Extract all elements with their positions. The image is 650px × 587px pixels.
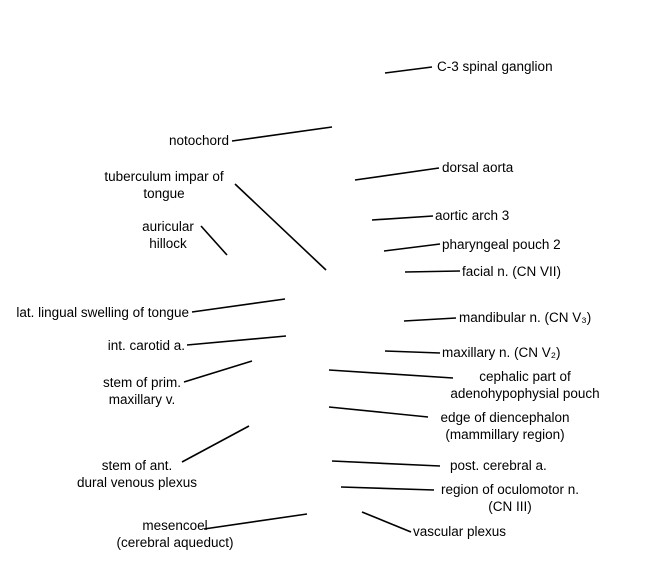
label-pharyngeal-pouch-2: pharyngeal pouch 2 — [442, 236, 561, 253]
leader-stem-prim-maxillary — [183, 360, 253, 383]
leader-aortic-arch-3 — [371, 215, 434, 221]
label-text: dural venous plexus — [76, 475, 198, 490]
leader-edge-diencephalon — [328, 406, 429, 418]
label-mesencoel: mesencoel (cerebral aqueduct) — [90, 517, 260, 551]
leader-notochord — [231, 126, 333, 142]
leader-tuberculum-impar — [234, 183, 327, 271]
label-text: lat. lingual swelling of tongue — [16, 305, 189, 320]
label-text: vascular plexus — [413, 524, 507, 539]
leader-vascular-plexus — [361, 511, 412, 533]
leader-facial-n — [404, 270, 461, 273]
label-text: (cerebral aqueduct) — [116, 535, 234, 550]
leader-mandibular-n — [403, 317, 457, 322]
label-vascular-plexus: vascular plexus — [413, 523, 506, 540]
label-edge-diencephalon: edge of diencephalon (mammillary region) — [430, 409, 580, 443]
label-stem-ant-dural: stem of ant. dural venous plexus — [62, 457, 212, 491]
leader-pharyngeal-pouch-2 — [383, 243, 441, 252]
label-text: (CN III) — [488, 499, 532, 514]
label-auricular-hillock: auricular hillock — [130, 218, 206, 252]
label-dorsal-aorta: dorsal aorta — [442, 159, 513, 176]
label-text: adenohypophysial pouch — [450, 386, 600, 401]
label-text: auricular — [142, 219, 194, 234]
label-text: region of oculomotor n. — [440, 482, 580, 497]
leader-oculomotor — [340, 486, 435, 491]
label-cephalic-part: cephalic part of adenohypophysial pouch — [440, 368, 610, 402]
leader-cephalic-part — [328, 369, 454, 379]
label-int-carotid: int. carotid a. — [108, 337, 185, 354]
label-text: tongue — [143, 186, 185, 201]
label-tuberculum-impar: tuberculum impar of tongue — [95, 168, 233, 202]
leader-auricular-hillock — [200, 225, 228, 256]
label-text: post. cerebral a. — [450, 458, 547, 473]
label-text: hillock — [149, 236, 187, 251]
label-text: maxillary v. — [108, 392, 176, 407]
leader-dorsal-aorta — [354, 167, 440, 181]
label-text: edge of diencephalon — [440, 410, 570, 425]
label-text: pharyngeal pouch 2 — [442, 237, 561, 252]
leader-post-cerebral — [331, 460, 441, 467]
leader-lat-lingual-swelling — [191, 298, 286, 313]
label-lat-lingual-swelling: lat. lingual swelling of tongue — [16, 304, 189, 321]
label-aortic-arch-3: aortic arch 3 — [435, 207, 509, 224]
label-text: notochord — [168, 133, 229, 148]
label-text: stem of ant. — [101, 458, 173, 473]
label-text: facial n. (CN VII) — [462, 264, 562, 279]
label-oculomotor: region of oculomotor n. (CN III) — [430, 481, 590, 515]
leader-c3-spinal-ganglion — [384, 66, 433, 74]
label-text: cephalic part of — [479, 369, 571, 384]
leader-stem-ant-dural — [181, 425, 250, 463]
label-text: (mammillary region) — [445, 427, 565, 442]
label-text: tuberculum impar of — [104, 169, 224, 184]
leader-int-carotid — [186, 335, 287, 346]
label-post-cerebral: post. cerebral a. — [450, 457, 547, 474]
label-text: mandibular n. (CN V₃) — [459, 310, 592, 325]
label-notochord: notochord — [169, 132, 229, 149]
label-stem-prim-maxillary: stem of prim. maxillary v. — [90, 374, 194, 408]
leader-mesencoel — [203, 513, 308, 530]
label-maxillary-n: maxillary n. (CN V₂) — [442, 344, 561, 361]
label-text: C-3 spinal ganglion — [437, 59, 553, 74]
label-facial-n: facial n. (CN VII) — [462, 263, 561, 280]
label-text: dorsal aorta — [442, 160, 514, 175]
leader-maxillary-n — [384, 350, 441, 354]
label-text: maxillary n. (CN V₂) — [442, 345, 561, 360]
label-mandibular-n: mandibular n. (CN V₃) — [459, 309, 591, 326]
label-text: aortic arch 3 — [435, 208, 510, 223]
label-text: mesencoel — [142, 518, 208, 533]
label-c3-spinal-ganglion: C-3 spinal ganglion — [437, 58, 553, 75]
label-text: stem of prim. — [102, 375, 181, 390]
label-text: int. carotid a. — [107, 338, 185, 353]
